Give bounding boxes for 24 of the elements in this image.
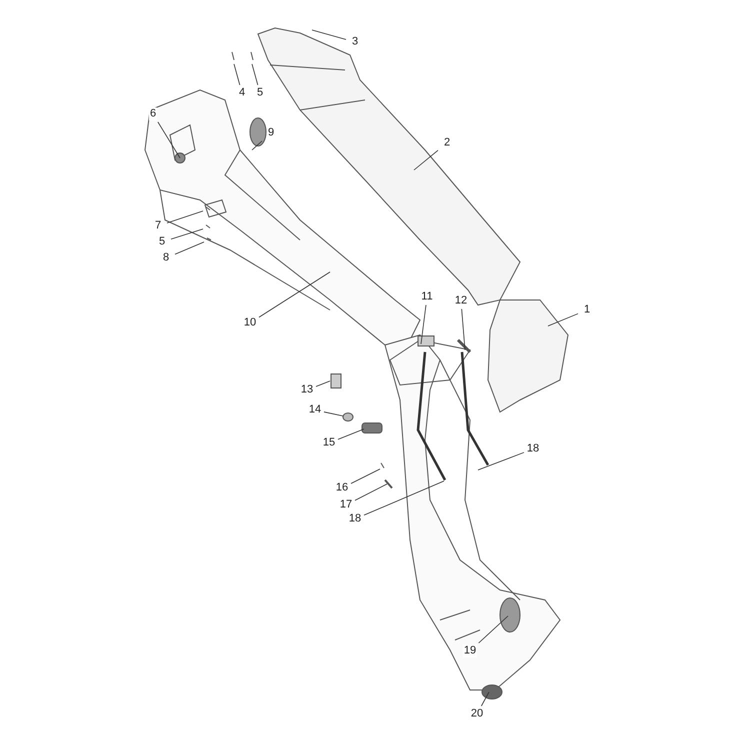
- leader-line: [252, 64, 258, 86]
- leader-line: [166, 210, 204, 224]
- leader-line: [234, 64, 240, 86]
- leader-line: [258, 272, 330, 318]
- leader-line: [420, 304, 426, 344]
- callout-number: 6: [148, 108, 158, 120]
- leader-line: [480, 692, 490, 706]
- leader-line: [354, 484, 388, 501]
- leader-line: [170, 228, 204, 240]
- leader-line: [364, 480, 444, 516]
- leader-line: [350, 468, 380, 484]
- leader-line: [174, 242, 204, 255]
- leader-line: [414, 150, 438, 170]
- leader-line: [478, 452, 524, 470]
- leader-line: [478, 616, 508, 644]
- leader-line: [316, 380, 330, 387]
- leader-line: [461, 308, 466, 350]
- leader-line: [252, 140, 262, 150]
- leader-line: [548, 313, 578, 326]
- leader-line: [312, 30, 346, 40]
- leader-line: [158, 122, 180, 158]
- leader-line: [338, 428, 364, 440]
- leader-line: [324, 412, 344, 416]
- callout-number: 19: [462, 644, 478, 658]
